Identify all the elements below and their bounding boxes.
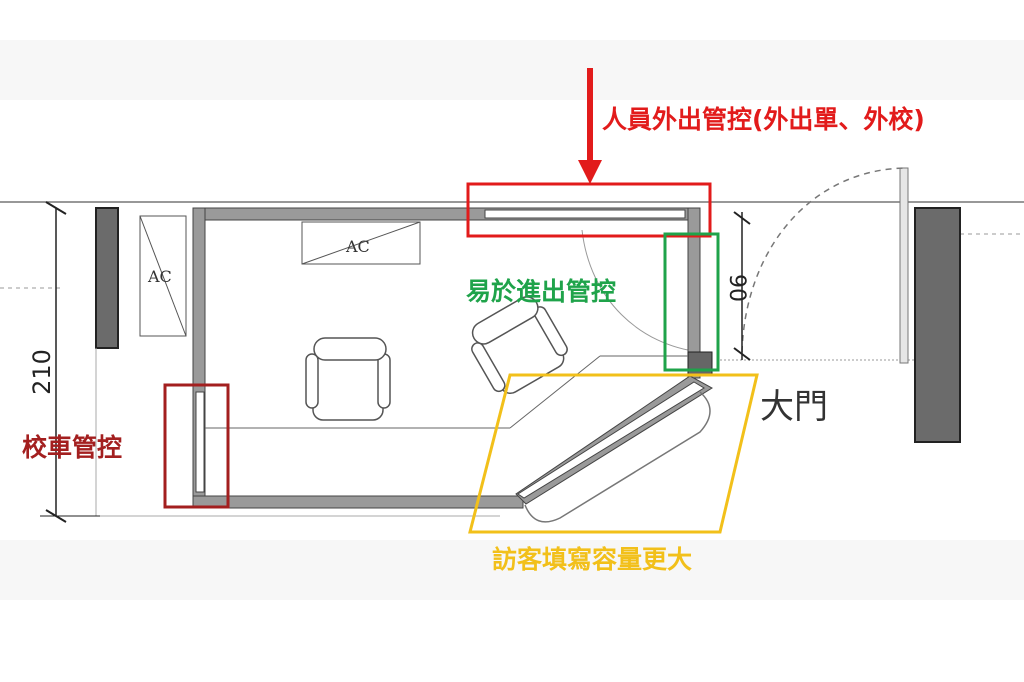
visitor-capacity-label: 訪客填寫容量更大 (492, 545, 692, 574)
gate-leaf (899, 167, 909, 364)
background-band-bottom (0, 540, 1024, 600)
angled-window (517, 381, 705, 499)
outing-control-label: 人員外出管控(外出單、外校) (602, 105, 925, 134)
ac-unit-top-diagonal (301, 221, 421, 265)
ac-top-label: AC (345, 237, 370, 256)
chair-left (305, 337, 391, 421)
dim-90-label: 90 (724, 274, 749, 302)
red-arrow-head (578, 160, 602, 184)
main-gate-label: 大門 (760, 387, 828, 427)
gate-swing-arc (741, 167, 906, 353)
red-highlight-box (466, 182, 712, 238)
chair-right (471, 296, 568, 395)
dim-tick-90-bottom (733, 347, 751, 361)
dim-tick-90-top (733, 211, 751, 225)
window-top (484, 209, 686, 219)
access-control-label: 易於進出管控 (466, 277, 616, 306)
school-bus-control-label: 校車管控 (22, 433, 122, 462)
desk-edge-angled (509, 355, 601, 429)
yellow-highlight-box (468, 373, 759, 534)
door-swing-arc (581, 229, 701, 353)
angled-counter (524, 391, 711, 523)
dim-tick-top (45, 201, 67, 215)
ac-unit-left-diagonal (139, 215, 187, 337)
window-left (195, 391, 205, 493)
wall-bottom (192, 495, 524, 509)
green-highlight-box (663, 232, 720, 372)
ac-left-label: AC (147, 267, 172, 286)
background-band (0, 40, 1024, 100)
pillar-right (914, 207, 961, 443)
pillar-left (95, 207, 119, 349)
dark-red-highlight-box (163, 383, 230, 509)
dim-210-label: 210 (28, 349, 56, 395)
